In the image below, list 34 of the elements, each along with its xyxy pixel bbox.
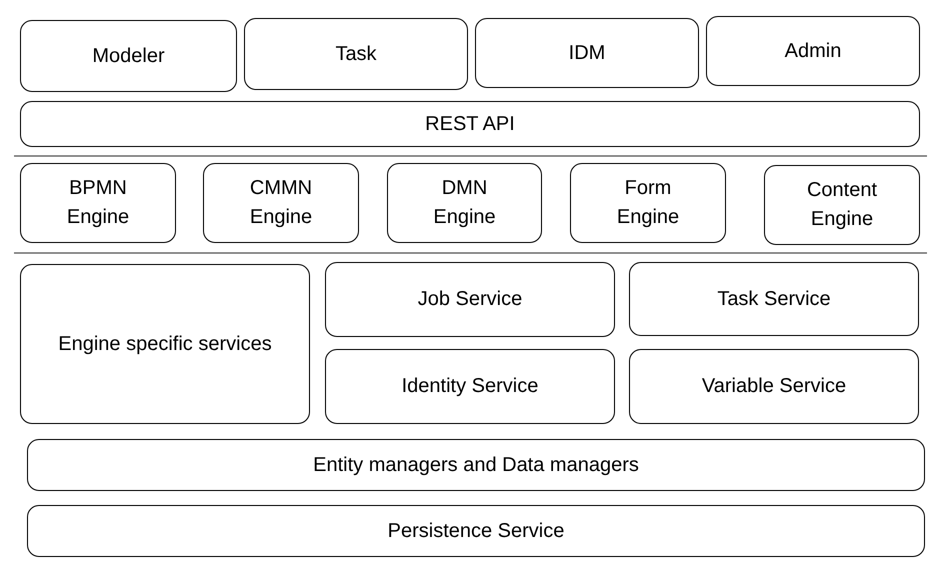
module-box — [629, 349, 919, 424]
module-label: Form Engine — [616, 176, 680, 230]
module-box — [570, 163, 726, 243]
module-label: DMN Engine — [432, 176, 497, 230]
module-label: Job Service — [418, 287, 522, 312]
module-box — [203, 163, 359, 243]
module-box — [244, 18, 468, 90]
module-label: Task — [335, 42, 377, 66]
module-label: Modeler — [92, 44, 165, 68]
module-box — [325, 262, 615, 337]
module-box — [20, 163, 176, 243]
module-box — [475, 18, 699, 88]
module-box — [27, 439, 925, 491]
module-label: Variable Service — [702, 374, 846, 399]
module-label: Content Engine — [806, 178, 878, 232]
module-box — [706, 16, 920, 86]
module-label: CMMN Engine — [248, 176, 314, 230]
module-label: Entity managers and Data managers — [313, 452, 639, 478]
module-label: REST API — [425, 112, 515, 136]
module-box — [325, 349, 615, 424]
module-box — [27, 505, 925, 557]
module-box — [20, 101, 920, 147]
module-label: IDM — [568, 40, 606, 66]
module-label: Engine specific services — [58, 332, 272, 356]
module-box — [20, 20, 237, 92]
module-box — [387, 163, 542, 243]
module-label: Identity Service — [402, 374, 538, 399]
module-label: Task Service — [717, 286, 831, 312]
module-box — [20, 264, 310, 424]
module-label: Admin — [784, 38, 842, 64]
module-label: BPMN Engine — [66, 176, 130, 230]
module-box — [764, 165, 920, 245]
module-box — [629, 262, 919, 336]
module-label: Persistence Service — [388, 518, 564, 544]
